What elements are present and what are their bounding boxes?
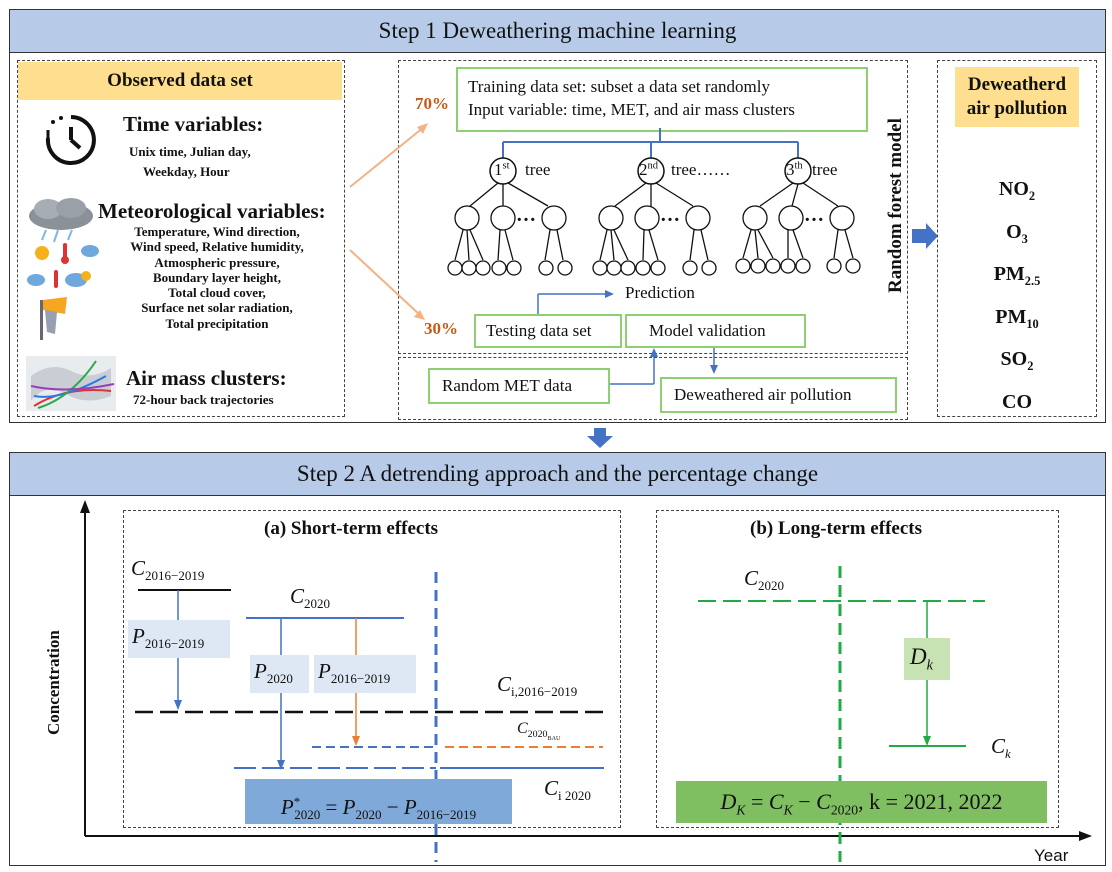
tree-2-suffix: nd <box>647 160 659 172</box>
weather-cloud-icon <box>27 270 91 288</box>
time-variables-desc-1: Unix time, Julian day, <box>129 144 251 159</box>
random-met-label: Random MET data <box>442 376 572 395</box>
met-variable-line: Temperature, Wind direction, <box>134 224 300 239</box>
output-header-line-1: Deweatherd <box>967 74 1067 95</box>
tree-2-number: 2 <box>639 160 648 179</box>
output-box <box>937 60 1097 417</box>
tree-2 <box>592 182 717 276</box>
training-data-box: Training data set: subset a data set ran… <box>456 67 868 132</box>
prediction-label: Prediction <box>625 283 695 302</box>
pollutant-item: SO2 <box>1000 348 1034 373</box>
tree-3-label: 3th <box>786 160 803 180</box>
p2016-2019-box <box>128 620 230 658</box>
pollutant-item: PM2.5 <box>993 263 1041 288</box>
training-text-2: Input variable: time, MET, and air mass … <box>468 100 795 119</box>
tree-3-dots: … <box>804 204 824 226</box>
tree-2-word: tree…… <box>671 160 731 179</box>
training-text-1: Training data set: subset a data set ran… <box>468 77 771 96</box>
p2016-2019-label: P2016−2019 <box>132 624 205 652</box>
windsock-icon <box>40 297 67 340</box>
dk-label: Dk <box>910 644 933 674</box>
deweathered-label: Deweathered air pollution <box>674 385 852 404</box>
met-variables-title: Meteorological variables: <box>98 199 326 223</box>
met-variable-line: Boundary layer height, <box>153 269 281 285</box>
long-c2020-label: C2020 <box>744 566 785 594</box>
ci2016-2019-label: Ci,2016−2019 <box>497 672 578 700</box>
air-mass-title: Air mass clusters: <box>126 366 287 390</box>
time-variables-desc-2: Weekday, Hour <box>143 164 230 179</box>
output-header-line-2: air pollution <box>966 98 1068 119</box>
c2020-label: C2020 <box>290 584 331 612</box>
sun-thermometer-icon <box>35 243 99 264</box>
long-term-formula: DK = CK − C2020, k = 2021, 2022 <box>676 781 1047 823</box>
met-variable-line: Surface net solar radiation, <box>141 300 293 316</box>
pollutant-item: O3 <box>1006 220 1028 246</box>
step2-title: Step 2 A detrending approach and the per… <box>10 453 1105 496</box>
tree-3-number: 3 <box>786 160 795 179</box>
pct-30-label: 30% <box>424 319 458 338</box>
p2016-2019-orange-box <box>314 655 416 693</box>
observed-data-header: Observed data set <box>18 62 342 100</box>
deweathered-box: Deweathered air pollution <box>660 377 897 413</box>
pollutant-item: PM10 <box>995 305 1039 331</box>
met-variable-line: Total cloud cover, <box>168 285 266 301</box>
met-variable-line: Total precipitation <box>165 315 269 331</box>
tree-1-number: 1 <box>494 160 503 179</box>
tree-1 <box>447 182 573 276</box>
tree-2-dots: … <box>660 204 680 226</box>
time-variables-title: Time variables: <box>123 112 264 136</box>
model-validation-label: Model validation <box>649 321 766 340</box>
trajectory-map-icon <box>26 356 116 411</box>
met-variables-list: Temperature, Wind direction, Wind speed,… <box>98 224 336 331</box>
pollutant-item: CO <box>1002 390 1032 413</box>
observed-data-box <box>17 60 345 417</box>
p2016-2019-orange-label: P2016−2019 <box>318 659 391 687</box>
met-variable-line: Atmospheric pressure, <box>154 254 280 270</box>
ck-label: Ck <box>991 734 1011 762</box>
short-term-box <box>123 510 621 828</box>
tree-3-word: tree <box>812 160 838 179</box>
testing-data-label: Testing data set <box>486 321 592 340</box>
prediction-box <box>398 357 908 420</box>
air-mass-desc: 72-hour back trajectories <box>133 392 274 407</box>
dk-box <box>904 638 950 680</box>
testing-data-box: Testing data set <box>474 314 622 348</box>
pollutant-list: NO2 O3 PM2.5 PM10 SO2 CO <box>938 172 1096 427</box>
ci2020-label: Ci 2020 <box>544 776 591 804</box>
tree-1-label: 1st <box>494 160 510 180</box>
c2016-2019-label: C2016−2019 <box>131 556 205 584</box>
long-term-box <box>656 510 1059 828</box>
pct-70-label: 70% <box>415 94 449 113</box>
storm-cloud-icon <box>29 198 93 243</box>
short-term-title: (a) Short-term effects <box>264 518 439 539</box>
random-met-box: Random MET data <box>428 368 610 404</box>
clock-icon <box>45 115 96 165</box>
tree-1-dots: … <box>516 204 536 226</box>
long-term-title: (b) Long-term effects <box>750 518 922 539</box>
tree-2-label: 2nd <box>639 160 658 180</box>
tree-3 <box>735 182 861 274</box>
met-variable-line: Wind speed, Relative humidity, <box>130 239 304 255</box>
c2020-bau-label: C2020BAU <box>517 720 561 743</box>
model-validation-box: Model validation <box>625 314 806 348</box>
step1-title: Step 1 Deweathering machine learning <box>10 10 1105 53</box>
tree-1-word: tree <box>525 160 551 179</box>
p2020-label: P2020 <box>254 659 293 687</box>
tree-1-suffix: st <box>502 160 510 172</box>
pollutant-item: NO2 <box>998 178 1036 203</box>
p2020-box <box>250 655 309 693</box>
tree-3-suffix: th <box>794 160 803 172</box>
x-axis-label: Year <box>1034 846 1069 865</box>
short-term-formula: P*2020 = P2020 − P2016−2019 <box>245 779 512 824</box>
output-header: Deweatherd air pollution <box>955 67 1079 127</box>
